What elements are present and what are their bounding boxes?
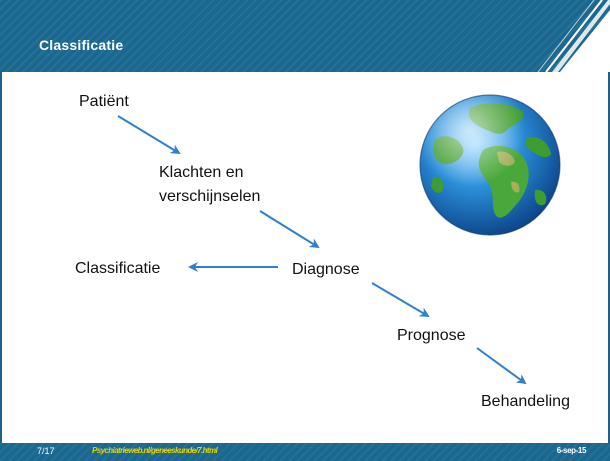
footer-date: 6-sep-15	[556, 446, 587, 455]
globe-icon	[419, 94, 561, 236]
arrow-patient-to-klachten	[117, 115, 181, 155]
slide-header: Classificatie	[0, 0, 610, 72]
footer-link[interactable]: Psychiatrieweb.nl/geneeskunde/7.html	[92, 446, 218, 455]
arrow-prognose-to-behandeling	[476, 347, 527, 385]
page-number: 7/17	[37, 446, 55, 456]
flow-label-diagnose: Diagnose	[292, 261, 360, 278]
flow-label-behandeling: Behandeling	[481, 393, 570, 410]
slide-frame-left	[0, 0, 2, 461]
flow-label-klachten-line2: verschijnselen	[159, 188, 261, 205]
footer-pattern	[0, 443, 610, 461]
slide-title: Classificatie	[39, 37, 124, 53]
arrow-klachten-to-diagnose	[259, 210, 320, 249]
flow-label-klachten-line1: Klachten en	[159, 164, 244, 181]
header-corner-decoration	[537, 0, 610, 72]
header-pattern	[0, 0, 610, 72]
flow-label-classificatie: Classificatie	[75, 260, 161, 277]
slide-frame-right	[608, 0, 610, 461]
slide-footer: 7/17 Psychiatrieweb.nl/geneeskunde/7.htm…	[0, 443, 610, 461]
arrow-diagnose-to-prognose	[371, 282, 430, 318]
flow-label-prognose: Prognose	[397, 327, 466, 344]
flow-label-patient: Patiënt	[79, 93, 129, 110]
